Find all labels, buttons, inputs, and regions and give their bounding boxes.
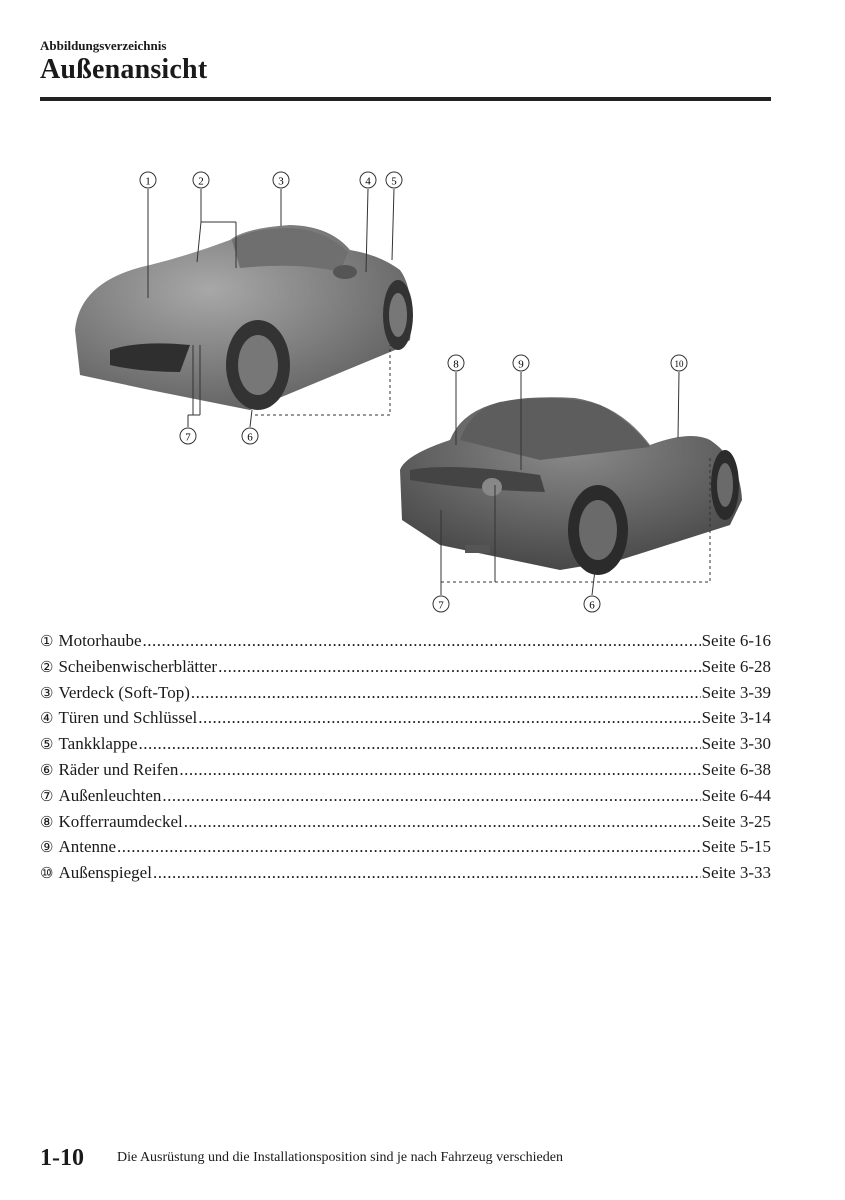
leader-dots xyxy=(117,834,701,860)
item-number: ④ xyxy=(40,711,54,728)
callout-10: 10 xyxy=(670,354,688,372)
svg-text:3: 3 xyxy=(278,176,284,188)
callout-8: 8 xyxy=(447,354,465,372)
item-label: Türen und Schlüssel xyxy=(58,708,198,728)
item-page-ref: Seite 3-25 xyxy=(701,811,771,831)
item-label: Kofferraumdeckel xyxy=(58,811,183,831)
svg-text:10: 10 xyxy=(675,359,685,369)
item-number: ② xyxy=(40,659,54,676)
callout-9: 9 xyxy=(512,354,530,372)
callout-6-rear: 6 xyxy=(583,595,601,613)
item-page-ref: Seite 3-39 xyxy=(701,682,771,702)
callout-1: 1 xyxy=(139,171,157,189)
item-label: Antenne xyxy=(58,837,117,857)
title-divider xyxy=(40,97,771,101)
exterior-illustration: 1 2 3 4 5 7 6 8 9 10 7 6 xyxy=(75,171,742,613)
item-page-ref: Seite 3-30 xyxy=(701,734,771,754)
svg-text:5: 5 xyxy=(391,176,397,188)
callout-4: 4 xyxy=(359,171,377,189)
callout-3: 3 xyxy=(272,171,290,189)
item-page-ref: Seite 6-16 xyxy=(701,631,771,650)
item-label: Außenleuchten xyxy=(58,785,162,805)
item-label: Räder und Reifen xyxy=(58,759,179,779)
callout-2: 2 xyxy=(192,171,210,189)
svg-text:7: 7 xyxy=(185,432,191,444)
leader-dots xyxy=(191,680,701,706)
item-number: ⑤ xyxy=(40,737,54,754)
callout-7-front: 7 xyxy=(179,427,197,445)
page-number: 1-10 xyxy=(40,1145,84,1171)
svg-text:6: 6 xyxy=(247,432,253,444)
item-label: Motorhaube xyxy=(58,631,142,650)
item-page-ref: Seite 6-44 xyxy=(701,785,771,805)
svg-text:2: 2 xyxy=(198,176,204,188)
item-number: ⑨ xyxy=(40,840,54,857)
callout-6-front: 6 xyxy=(241,427,259,445)
leader-dots xyxy=(143,628,701,654)
item-label: Außenspiegel xyxy=(58,863,152,883)
svg-text:4: 4 xyxy=(365,176,371,188)
item-label: Tankklappe xyxy=(58,734,138,754)
leader-dots xyxy=(198,705,700,731)
front-car-image xyxy=(75,225,413,410)
item-number: ⑦ xyxy=(40,788,54,805)
svg-text:7: 7 xyxy=(438,600,444,612)
item-number: ⑥ xyxy=(40,762,54,779)
callout-7-rear: 7 xyxy=(432,595,450,613)
leader-dots xyxy=(153,860,701,886)
section-label: Abbildungsverzeichnis xyxy=(40,38,167,53)
item-page-ref: Seite 5-15 xyxy=(701,837,771,857)
item-label: Verdeck (Soft-Top) xyxy=(58,682,190,702)
footer-note: Die Ausrüstung und die Installationsposi… xyxy=(117,1150,563,1165)
item-number: ⑩ xyxy=(40,866,54,883)
svg-text:6: 6 xyxy=(589,600,595,612)
leader-dots xyxy=(139,731,701,757)
item-page-ref: Seite 3-14 xyxy=(701,708,771,728)
rear-car-image xyxy=(400,397,742,575)
item-label: Scheibenwischerblätter xyxy=(58,656,218,676)
item-page-ref: Seite 6-28 xyxy=(701,656,771,676)
item-number: ⑧ xyxy=(40,814,54,831)
item-number: ① xyxy=(40,634,54,650)
leader-lines xyxy=(147,188,711,596)
svg-text:8: 8 xyxy=(453,359,459,371)
item-number: ③ xyxy=(40,685,54,702)
item-page-ref: Seite 3-33 xyxy=(701,863,771,883)
leader-dots xyxy=(179,757,700,783)
leader-dots xyxy=(218,654,701,680)
item-page-ref: Seite 6-38 xyxy=(701,759,771,779)
page-title: Außenansicht xyxy=(40,54,208,85)
leader-dots xyxy=(184,809,701,835)
svg-text:9: 9 xyxy=(518,359,524,371)
svg-text:1: 1 xyxy=(145,176,151,188)
callout-5: 5 xyxy=(385,171,403,189)
leader-dots xyxy=(162,783,700,809)
